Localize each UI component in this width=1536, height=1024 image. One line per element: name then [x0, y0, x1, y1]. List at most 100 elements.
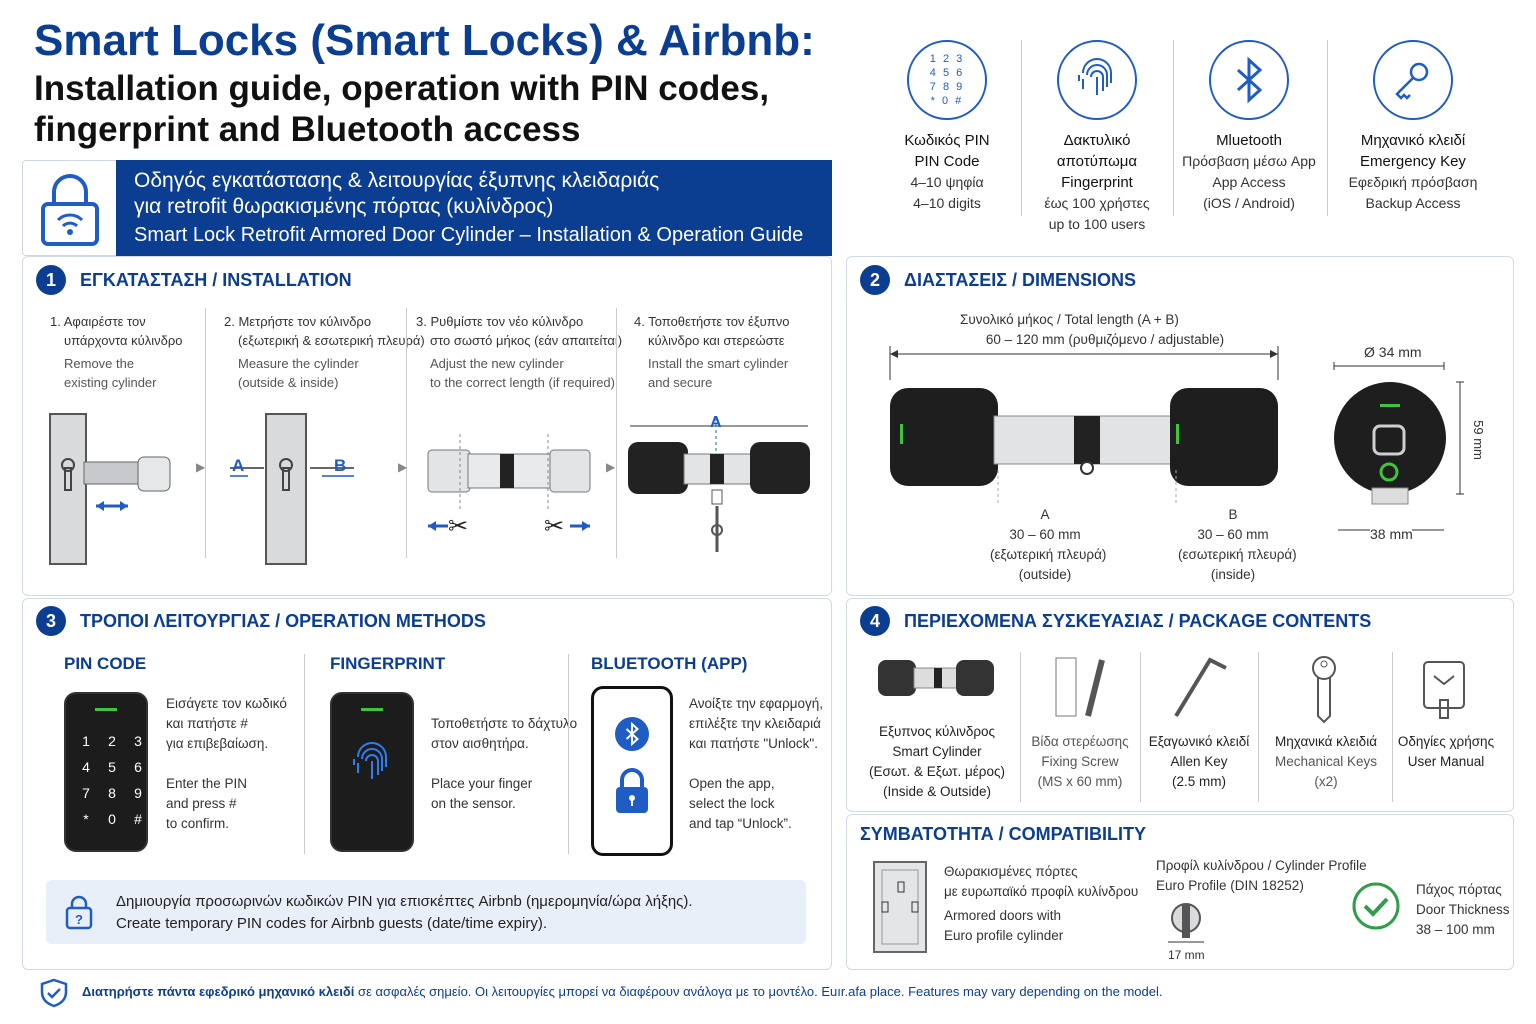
divider: [1021, 40, 1022, 216]
instruction-text: and tap “Unlock”.: [689, 816, 792, 831]
compat-text: Προφίλ κυλίνδρου / Cylinder Profile: [1156, 858, 1367, 873]
label-a: A: [710, 414, 722, 431]
compat-text: Θωρακισμένες πόρτες: [944, 864, 1078, 879]
allen-key-image: [1172, 654, 1232, 725]
feature-title: PIN Code: [914, 153, 980, 170]
footer-bold: Διατηρήστε πάντα εφεδρικό μηχανικό κλειδ…: [82, 984, 355, 999]
step-text: 1. Αφαιρέστε τον: [50, 314, 146, 329]
euro-profile-icon: [1164, 900, 1208, 949]
keypad-key: 1: [82, 733, 90, 749]
footer-note: Διατηρήστε πάντα εφεδρικό μηχανικό κλειδ…: [82, 984, 1162, 999]
keypad-key: 9: [134, 785, 142, 801]
banner-line-gr: Οδηγός εγκατάστασης & λειτουργίας έξυπνη…: [134, 169, 660, 192]
package-item-cylinder: Εξυπνος κύλινδρος Smart Cylinder (Εσωτ. …: [862, 722, 1012, 802]
bluetooth-method-title: BLUETOOTH (APP): [591, 654, 748, 673]
instruction-text: Ανοίξτε την εφαρμογή,: [689, 696, 824, 711]
pin-method-title: PIN CODE: [64, 654, 147, 673]
feature-sub: Backup Access: [1365, 195, 1461, 211]
step-arrow-icon: ▶: [196, 460, 206, 474]
page-title: Smart Locks (Smart Locks) & Airbnb:: [34, 16, 815, 65]
dim-value: 30 – 60 mm: [1009, 527, 1081, 542]
keypad-digits: 1 2 3 4 5 6 7 8 9 * 0 #: [929, 53, 965, 107]
mechanical-key-image: [1306, 654, 1342, 729]
cylinder-dimension-drawing: [886, 340, 1286, 515]
instruction-text: επιλέξτε την κλειδαριά: [689, 716, 821, 731]
key-icon: [1373, 40, 1453, 120]
divider: [205, 308, 206, 558]
smart-cylinder-image: [876, 654, 996, 719]
divider: [1020, 652, 1021, 802]
bluetooth-icon: [615, 717, 649, 751]
svg-text:✂: ✂: [448, 513, 468, 540]
section-title: ΤΡΟΠΟΙ ΛΕΙΤΟΥΡΓΙΑΣ / OPERATION METHODS: [80, 610, 486, 631]
keypad-key: 4: [82, 759, 90, 775]
instruction-text: to confirm.: [166, 816, 230, 831]
compat-text: Armored doors with: [944, 908, 1062, 923]
bluetooth-icon: [1209, 40, 1289, 120]
divider: [1392, 652, 1393, 802]
status-led: [95, 708, 117, 711]
shield-check-icon: [40, 978, 68, 1013]
package-item-keys: Μηχανικά κλειδιά Mechanical Keys (x2): [1260, 732, 1392, 792]
step-text: Install the smart cylinder: [648, 356, 789, 371]
item-label: Smart Cylinder: [892, 744, 982, 759]
status-led: [361, 708, 383, 711]
step-text: (outside & inside): [238, 375, 339, 390]
keypad: 1 2 3 4 5 6 7 8 9 * 0 #: [75, 733, 146, 827]
feature-sub: 4–10 digits: [913, 195, 981, 211]
total-length-label: Συνολικό μήκος / Total length (A + B): [960, 312, 1179, 327]
feature-title: Κωδικός PIN: [904, 132, 990, 149]
dim-label: B: [1228, 507, 1238, 522]
info-line: Create temporary PIN codes for Airbnb gu…: [116, 915, 548, 932]
item-label: Allen Key: [1170, 754, 1228, 769]
section-title: ΠΕΡΙΕΧΟΜΕΝΑ ΣΥΣΚΕΥΑΣΙΑΣ / PACKAGE CONTEN…: [904, 610, 1372, 631]
door-thickness-text: Πάχος πόρτας Door Thickness 38 – 100 mm: [1416, 880, 1510, 940]
step-text: Measure the cylinder: [238, 356, 359, 371]
lock-front-drawing: [1330, 360, 1480, 545]
unlock-icon[interactable]: [612, 767, 652, 820]
instruction-text: Εισάγετε τον κωδικό: [166, 696, 287, 711]
dim-side: (εξωτερική πλευρά): [990, 547, 1107, 562]
install-step-1: 1. Αφαιρέστε τον υπάρχοντα κύλινδρο Remo…: [50, 312, 182, 392]
step-text: 4. Τοποθετήστε τον έξυπνο: [634, 314, 790, 329]
fingerprint-method-title: FINGERPRINT: [330, 654, 446, 673]
banner-title: Οδηγός εγκατάστασης & λειτουργίας έξυπνη…: [116, 160, 832, 256]
item-label: (x2): [1314, 774, 1338, 789]
instruction-text: στον αισθητήρα.: [431, 736, 529, 751]
measure-cylinder-illustration: [226, 410, 376, 575]
step-text: existing cylinder: [64, 375, 157, 390]
keypad-key: #: [134, 811, 142, 827]
feature-pin: 1 2 3 4 5 6 7 8 9 * 0 # Κωδικός PIN PIN …: [872, 40, 1022, 214]
divider: [1140, 652, 1141, 802]
step-text: υπάρχοντα κύλινδρο: [64, 333, 183, 348]
lock-question-icon: ?: [64, 894, 94, 935]
divider: [304, 654, 305, 854]
keypad-key: 7: [82, 785, 90, 801]
item-label: (Inside & Outside): [882, 784, 992, 799]
step-arrow-icon: ▶: [398, 460, 408, 474]
check-icon: [1352, 882, 1400, 935]
item-label: (2.5 mm): [1172, 774, 1226, 789]
package-panel: [846, 598, 1514, 812]
keypad-key: 5: [108, 759, 116, 775]
subtitle-line: Installation guide, operation with PIN c…: [34, 69, 770, 108]
fingerprint-sensor-icon: [332, 739, 412, 794]
keypad-key: 8: [108, 785, 116, 801]
feature-title: Fingerprint: [1061, 174, 1133, 191]
section-number: 4: [860, 606, 890, 636]
feature-title: Emergency Key: [1360, 153, 1466, 170]
keypad-key: 6: [134, 759, 142, 775]
section-number: 2: [860, 265, 890, 295]
compat-text: Euro profile cylinder: [944, 928, 1064, 943]
svg-text:✂: ✂: [544, 513, 564, 540]
item-label: Οδηγίες χρήσης: [1397, 734, 1495, 749]
divider: [406, 308, 407, 558]
dim-label: A: [1040, 507, 1050, 522]
dim-side: (inside): [1210, 567, 1256, 582]
bluetooth-instructions: Ανοίξτε την εφαρμογή, επιλέξτε την κλειδ…: [689, 694, 823, 834]
instruction-text: Enter the PIN: [166, 776, 248, 791]
item-label: (MS x 60 mm): [1037, 774, 1123, 789]
airbnb-info-text: Δημιουργία προσωρινών κωδικών PIN για επ…: [116, 891, 693, 935]
package-heading: 4 ΠΕΡΙΕΧΟΜΕΝΑ ΣΥΣΚΕΥΑΣΙΑΣ / PACKAGE CONT…: [860, 606, 1371, 636]
smartphone-app: [591, 686, 673, 856]
